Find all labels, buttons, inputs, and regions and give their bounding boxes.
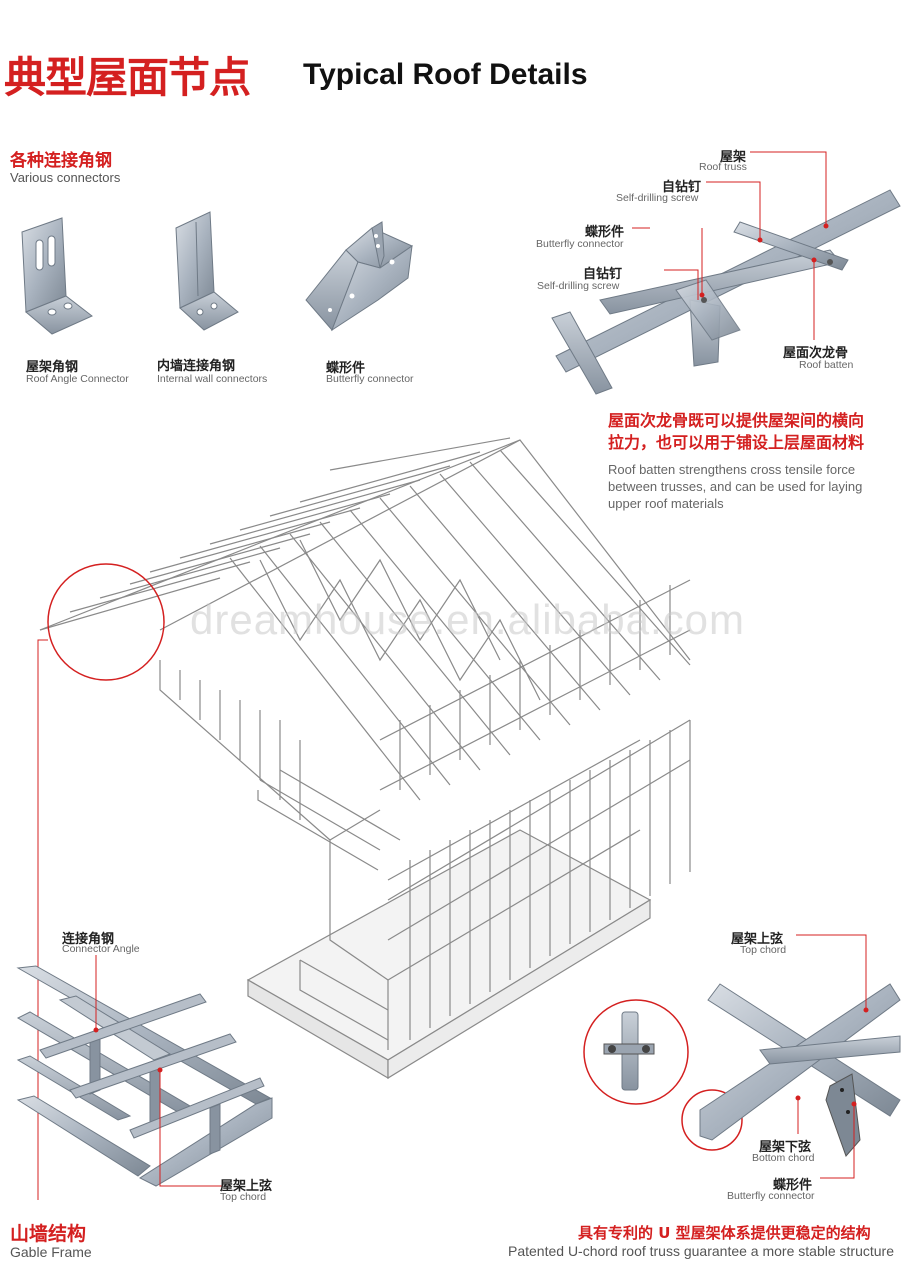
roof-angle-connector-label-cn: 屋架角钢 [26,360,79,375]
roof-truss-label-en: Roof truss [699,161,747,173]
roof-angle-connector-label-en: Roof Angle Connector [26,373,129,385]
gable-heading-cn: 山墙结构 [10,1223,87,1245]
internal-wall-connector-image [175,211,239,331]
batten-note-cn-line1: 屋面次龙骨既可以提供屋架间的横向 [608,411,865,430]
self-drilling-screw-2-label-cn: 自钻钉 [583,267,623,282]
uchord-top-chord-label-en: Top chord [740,944,787,956]
gable-top-chord-label-cn: 屋架上弦 [220,1179,273,1194]
uchord-top-chord-label-cn: 屋架上弦 [731,932,784,947]
house-steel-frame [39,437,691,1080]
self-drilling-screw-1-label-en: Self-drilling screw [616,192,699,204]
butterfly-label-top-en: Butterfly connector [536,238,624,250]
butterfly-connector-label-en: Butterfly connector [326,373,414,385]
bottom-chord-label-en: Bottom chord [752,1152,815,1164]
internal-wall-connector-label-en: Internal wall connectors [157,373,268,385]
leader-lines-uchord [795,934,869,1179]
butterfly-connector-label-cn: 蝶形件 [326,361,366,376]
gable-frame-detail [16,965,273,1187]
u-chord-detail [583,983,901,1157]
roof-angle-connector-image [21,217,93,335]
roof-batten-label-cn: 屋面次龙骨 [783,346,849,361]
truss-batten-detail [551,189,901,395]
uchord-butterfly-label-cn: 蝶形件 [773,1178,813,1193]
gable-heading-en: Gable Frame [10,1244,92,1260]
batten-note-en-line1: Roof batten strengthens cross tensile fo… [608,462,856,477]
batten-note-en-line3: upper roof materials [608,496,724,511]
roof-batten-label-en: Roof batten [799,359,854,371]
connector-angle-label-cn: 连接角钢 [62,932,115,947]
connector-angle-label-en: Connector Angle [62,943,140,955]
bottom-chord-label-cn: 屋架下弦 [759,1140,812,1155]
uchord-heading-en: Patented U-chord roof truss guarantee a … [508,1243,894,1259]
roof-truss-label-cn: 屋架 [720,150,747,165]
internal-wall-connector-label-cn: 内墙连接角钢 [157,359,236,374]
page-title-cn: 典型屋面节点 [4,53,251,102]
leader-lines-gable [93,955,222,1187]
batten-note-cn-line2: 拉力，也可以用于铺设上层屋面材料 [608,433,865,452]
batten-note-en-line2: between trusses, and can be used for lay… [608,479,863,494]
connectors-heading-en: Various connectors [10,170,121,185]
gable-top-chord-label-en: Top chord [220,1191,267,1203]
butterfly-connector-image [305,221,414,332]
watermark: dreamhouse.en.alibaba.com [190,596,746,643]
self-drilling-screw-1-label-cn: 自钻钉 [662,180,702,195]
connectors-heading-cn: 各种连接角钢 [10,151,112,171]
detail-callout-circle-gable [37,563,165,1200]
uchord-butterfly-label-en: Butterfly connector [727,1190,815,1202]
leader-lines-top [632,151,829,340]
uchord-heading-cn: 具有专利的 U 型屋架体系提供更稳定的结构 [578,1224,871,1242]
page-title-en: Typical Roof Details [303,58,588,91]
butterfly-label-top-cn: 蝶形件 [585,225,625,240]
self-drilling-screw-2-label-en: Self-drilling screw [537,280,620,292]
